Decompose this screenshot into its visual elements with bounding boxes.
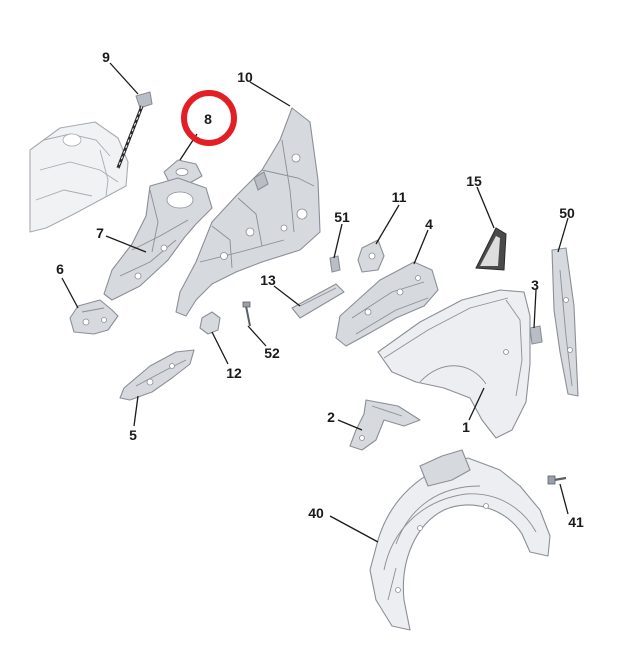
- part-1-front-wing: [377, 289, 531, 439]
- callout-2: 2: [327, 409, 335, 425]
- callout-6: 6: [56, 261, 64, 277]
- part-50-a-pillar-trim: [551, 247, 579, 397]
- part-7-strut-tower: [103, 177, 213, 301]
- callout-1: 1: [462, 419, 470, 435]
- part-5-arch-panel: [119, 349, 195, 401]
- leader-lines: [61, 62, 569, 543]
- callout-12: 12: [226, 365, 242, 381]
- part-8-strut-cap: [163, 159, 203, 185]
- callout-41: 41: [568, 514, 584, 530]
- vehicle-body-background: [29, 121, 129, 233]
- callout-50: 50: [559, 205, 575, 221]
- callout-4: 4: [425, 216, 433, 232]
- callout-7: 7: [96, 225, 104, 241]
- callout-labels: 9 10 8 7 6 51 11 4 15 50 13 3 52 12 5 2 …: [56, 49, 584, 530]
- callout-10: 10: [237, 69, 253, 85]
- callout-40: 40: [308, 505, 324, 521]
- part-52-screw: [242, 301, 251, 327]
- callout-5: 5: [129, 427, 137, 443]
- part-13-seal-strip: [291, 283, 345, 319]
- part-12-clip: [199, 311, 221, 335]
- part-51-clip: [329, 255, 341, 273]
- part-40-arch-liner: [369, 449, 551, 631]
- callout-51: 51: [334, 209, 350, 225]
- part-11-bracket: [357, 239, 385, 273]
- callout-13: 13: [260, 272, 276, 288]
- callout-52: 52: [264, 345, 280, 361]
- part-10-inner-wing-panel: [175, 107, 321, 317]
- part-41-screw: [547, 475, 567, 485]
- part-9-support-rod: [116, 91, 153, 169]
- part-15-triangle-trim: [475, 227, 507, 271]
- part-2-bracket: [349, 399, 421, 451]
- highlight-circle: [181, 90, 237, 146]
- part-4-support-rail: [335, 261, 439, 347]
- part-3-clip: [529, 325, 543, 345]
- callout-9: 9: [102, 49, 110, 65]
- part-6-bracket: [69, 299, 119, 335]
- callout-3: 3: [531, 277, 539, 293]
- callout-11: 11: [392, 189, 407, 205]
- callout-8: 8: [204, 111, 212, 127]
- callout-15: 15: [466, 173, 482, 189]
